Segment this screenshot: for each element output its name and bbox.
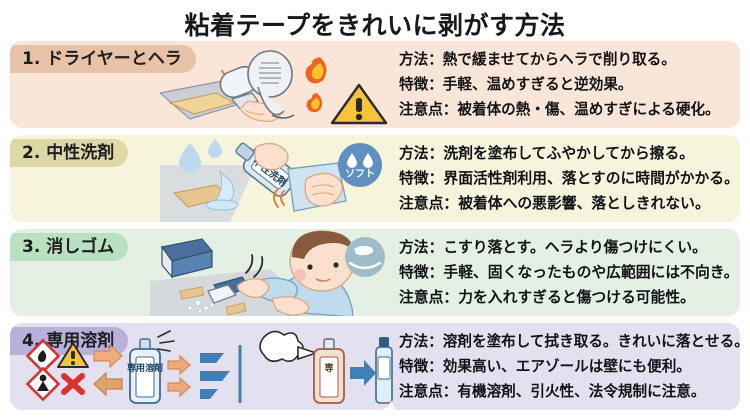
method-card-solvent: 4. 専用溶剤 (10, 323, 740, 410)
tape-residue-icon (179, 286, 247, 316)
poured-liquid-icon (205, 169, 239, 211)
arrow-right-icon (350, 360, 376, 386)
feature-line: 特徴：手軽、固くなったものや広範囲には不向き。 (399, 264, 739, 281)
caution-line: 注意点：被着体の熱・傷、温めすぎによる硬化。 (399, 101, 720, 118)
method-text-2: 方法：洗剤を塗布してふやかしてから擦る。 特徴：界面活性剤利用、落とすのに時間が… (399, 141, 739, 216)
method-card-list: 1. ドライヤーとヘラ (0, 41, 750, 417)
flame-icon (305, 57, 327, 84)
red-x-icon (61, 373, 85, 395)
wipe-cloud-icon (259, 330, 319, 363)
caution-line: 注意点：力を入れすぎると傷つける可能性。 (399, 289, 695, 306)
spray-can-icon: 専用溶剤 (127, 338, 163, 404)
can-label-char: 専用溶剤 (127, 362, 163, 374)
method-card-dryer: 1. ドライヤーとヘラ (10, 41, 740, 128)
soft-badge-label: ソフト (345, 168, 375, 180)
method-text-4: 方法：溶剤を塗布して拭き取る。きれいに落とせる。 特徴：効果高い、エアゾールは壁… (399, 329, 740, 404)
solvent-bottle-icon (375, 337, 393, 404)
method-card-eraser: 3. 消しゴム (10, 229, 740, 316)
page-title: 粘着テープをきれいに剥がす方法 (184, 11, 566, 40)
health-hazard-diamond-icon (25, 366, 61, 402)
eraser-icon (160, 238, 214, 279)
caution-line: 注意点：有機溶剤、引火性、法令規制に注意。 (399, 383, 706, 400)
arrow-left-icon (93, 371, 123, 397)
method-text-1: 方法：熱で緩ませてからヘラで削り取る。 特徴：手軽、温めすぎると逆効果。 注意点… (399, 47, 732, 122)
method-label-3: 3. 消しゴム (10, 233, 129, 261)
water-drop-icon (179, 139, 222, 173)
caution-line: 注意点：被着体への悪影響、落としきれない。 (399, 195, 710, 212)
feature-line: 特徴：手軽、温めすぎると逆効果。 (399, 76, 633, 93)
motion-lines-icon (245, 254, 264, 278)
method-card-detergent: 2. 中性洗剤 (10, 135, 740, 222)
spray-can-icon: 専 (313, 338, 345, 404)
illustration-detergent: 中性洗剤 (160, 135, 395, 222)
tape-peel-icon (200, 345, 242, 403)
hair-dryer-icon (219, 50, 295, 119)
feature-line: 特徴：界面活性剤利用、落とすのに時間がかかる。 (399, 170, 739, 187)
illustration-solvent: 専用溶剤 (18, 323, 395, 410)
sparkle-icon (381, 400, 395, 410)
flame-hazard-diamond-icon (25, 338, 61, 374)
method-line: 方法：こすり落とす。ヘラより傷つけにくい。 (399, 239, 707, 256)
illustration-dryer (160, 41, 395, 128)
warning-triangle-icon (57, 342, 89, 368)
eraser-badge-icon (345, 237, 385, 277)
hand-icon (254, 142, 289, 171)
method-text-3: 方法：こすり落とす。ヘラより傷つけにくい。 特徴：手軽、固くなったものや広範囲に… (399, 235, 739, 310)
eraser-crumbs-icon (187, 300, 215, 314)
method-label-2: 2. 中性洗剤 (10, 139, 129, 167)
desk-surface-icon (160, 165, 256, 222)
soft-badge-icon: ソフト (338, 143, 382, 187)
person-rubbing-icon (237, 230, 355, 316)
cloth-wipe-hand-icon (287, 162, 347, 212)
arrow-right-icon (167, 354, 191, 398)
spray-mist-icon (157, 330, 175, 352)
arrow-right-icon (93, 343, 123, 369)
eraser-in-use-icon (207, 276, 251, 304)
flame-icon (306, 93, 323, 113)
can-label-char: 専 (324, 362, 333, 374)
method-line: 方法：熱で緩ませてからヘラで削り取る。 (399, 51, 676, 68)
illustration-eraser (150, 229, 395, 316)
warning-triangle-icon (330, 83, 388, 125)
method-line: 方法：溶剤を塗布して拭き取る。きれいに落とせる。 (399, 333, 740, 350)
method-label-1: 1. ドライヤーとヘラ (10, 45, 196, 73)
feature-line: 特徴：効果高い、エアゾールは壁にも便利。 (399, 358, 691, 375)
method-line: 方法：洗剤を塗布してふやかしてから擦る。 (399, 145, 695, 162)
